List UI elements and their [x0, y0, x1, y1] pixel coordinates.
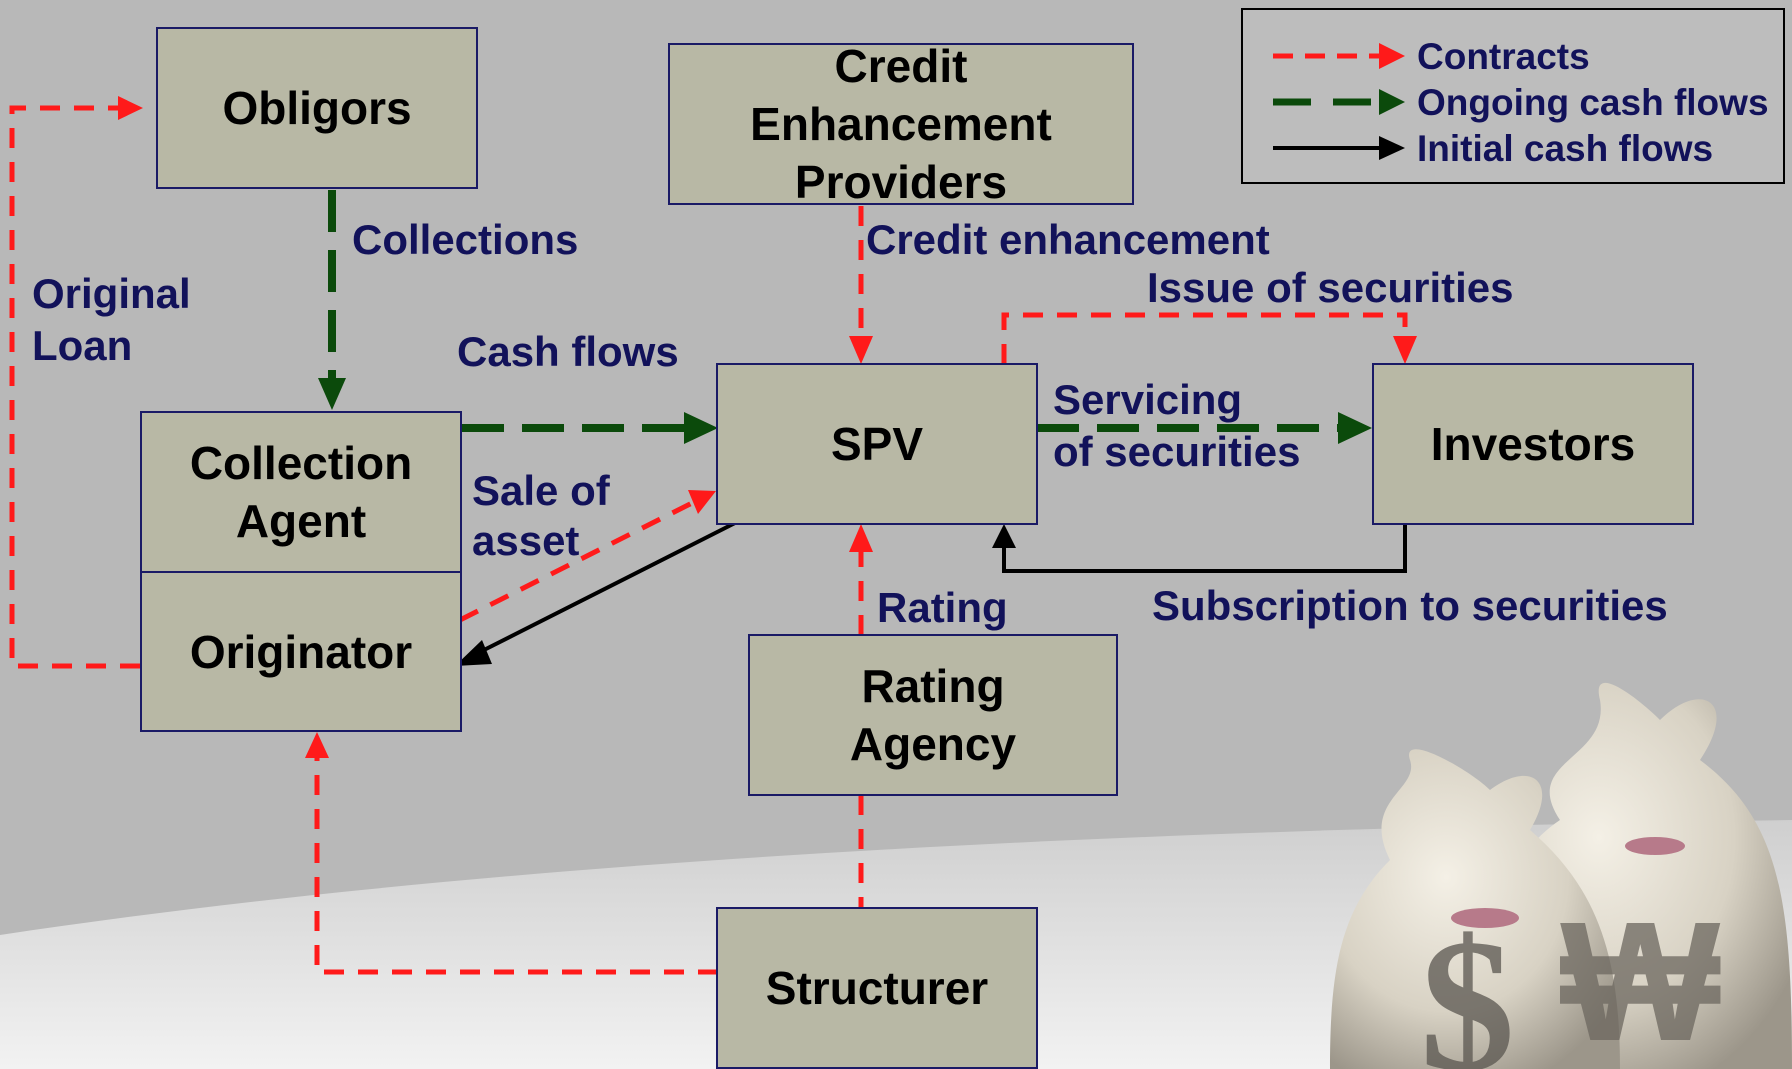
money-bags-icon: $ ₩ — [1330, 682, 1792, 1069]
arrowhead — [305, 732, 329, 758]
node-spv-label: SPV — [830, 418, 924, 470]
node-rating-agency: Rating Agency — [748, 634, 1118, 796]
label-sale-of-asset-line-2: asset — [472, 517, 580, 564]
node-structurer-label: Structurer — [765, 962, 989, 1014]
node-credit-enhancement-providers: Credit Enhancement Providers — [668, 40, 1134, 208]
label-original-loan-line-2: Loan — [32, 322, 133, 369]
node-investors-label: Investors — [1430, 418, 1636, 470]
node-originator-label: Originator — [189, 625, 413, 678]
arrowhead — [118, 96, 143, 120]
node-cep-line-2: Enhancement — [750, 98, 1052, 150]
edge-subscription-to-securities — [1002, 524, 1407, 573]
label-sale-of-asset-line-1: Sale of — [472, 467, 610, 514]
svg-text:$: $ — [1420, 901, 1515, 1069]
node-obligors: Obligors — [156, 27, 478, 189]
arrowhead — [849, 524, 873, 552]
arrowhead — [688, 490, 716, 514]
arrowhead — [849, 336, 873, 364]
edge-sale-of-asset — [458, 499, 696, 623]
legend-ongoing-line — [1273, 89, 1405, 115]
arrowhead — [1393, 336, 1417, 364]
node-cep-line-1: Credit — [834, 40, 968, 92]
label-servicing-line-2: of securities — [1053, 428, 1301, 475]
label-issue-of-securities: Issue of securities — [1147, 264, 1514, 311]
node-rating-agency-line-2: Agency — [849, 718, 1017, 770]
label-servicing-line-1: Servicing — [1053, 376, 1243, 423]
legend-contracts-label: Contracts — [1417, 36, 1590, 77]
legend-initial-line — [1273, 136, 1405, 160]
edge-original-loan — [9, 105, 140, 669]
label-credit-enhancement: Credit enhancement — [866, 216, 1270, 263]
node-collection-agent-line-1: Collection — [189, 437, 413, 489]
arrowhead — [1338, 412, 1372, 444]
arrowhead — [318, 378, 346, 410]
node-originator: Originator — [140, 571, 462, 732]
arrowhead — [455, 640, 492, 666]
edge-issue-of-securities — [1001, 312, 1408, 364]
node-rating-agency-line-1: Rating — [861, 660, 1005, 712]
node-collection-agent-line-2: Agent — [235, 495, 367, 547]
node-spv: SPV — [716, 363, 1038, 525]
edge-structurer-originator — [314, 758, 718, 975]
edge-initial-payment — [479, 521, 736, 654]
label-cash-flows: Cash flows — [457, 328, 679, 375]
node-obligors-label: Obligors — [222, 82, 412, 134]
arrowhead — [684, 412, 718, 444]
legend-ongoing-label: Ongoing cash flows — [1417, 82, 1769, 123]
label-original-loan-line-1: Original — [32, 270, 191, 317]
node-collection-agent: Collection Agent — [140, 411, 462, 573]
node-investors: Investors — [1372, 363, 1694, 525]
svg-text:₩: ₩ — [1560, 887, 1721, 1069]
legend: Contracts Ongoing cash flows Initial cas… — [1241, 8, 1785, 184]
label-rating: Rating — [877, 584, 1008, 631]
node-cep-line-3: Providers — [794, 156, 1008, 208]
label-collections: Collections — [352, 216, 579, 263]
node-structurer: Structurer — [716, 907, 1038, 1069]
legend-contracts-line — [1273, 43, 1405, 69]
legend-initial-label: Initial cash flows — [1417, 128, 1714, 169]
label-subscription-to-securities: Subscription to securities — [1152, 582, 1668, 629]
arrowhead — [992, 524, 1016, 548]
